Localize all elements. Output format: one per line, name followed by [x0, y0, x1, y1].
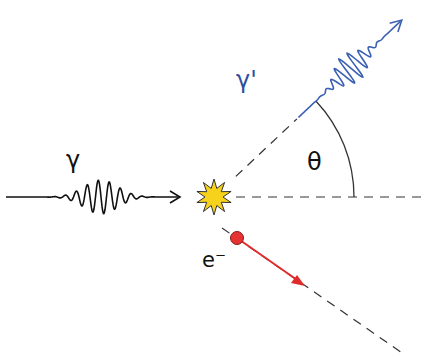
illustration-layer	[6, 20, 424, 355]
arrow-head	[170, 191, 180, 203]
electron-path-dashed	[222, 228, 405, 355]
angle-arc	[316, 101, 354, 197]
arrow-head	[291, 275, 305, 286]
photon-path-dashed	[236, 119, 297, 177]
incoming-photon	[6, 180, 178, 213]
photon-label: γ'	[236, 68, 257, 92]
collision-burst	[197, 179, 231, 215]
scattered-photon	[298, 21, 400, 117]
electron-velocity	[237, 238, 300, 282]
angle-label: θ	[307, 150, 322, 174]
photon-label: γ	[66, 148, 80, 172]
electron-label: e⁻	[202, 250, 226, 271]
electron-dot	[231, 232, 244, 245]
axis-dashed	[236, 196, 424, 197]
arrow-head	[390, 20, 402, 32]
